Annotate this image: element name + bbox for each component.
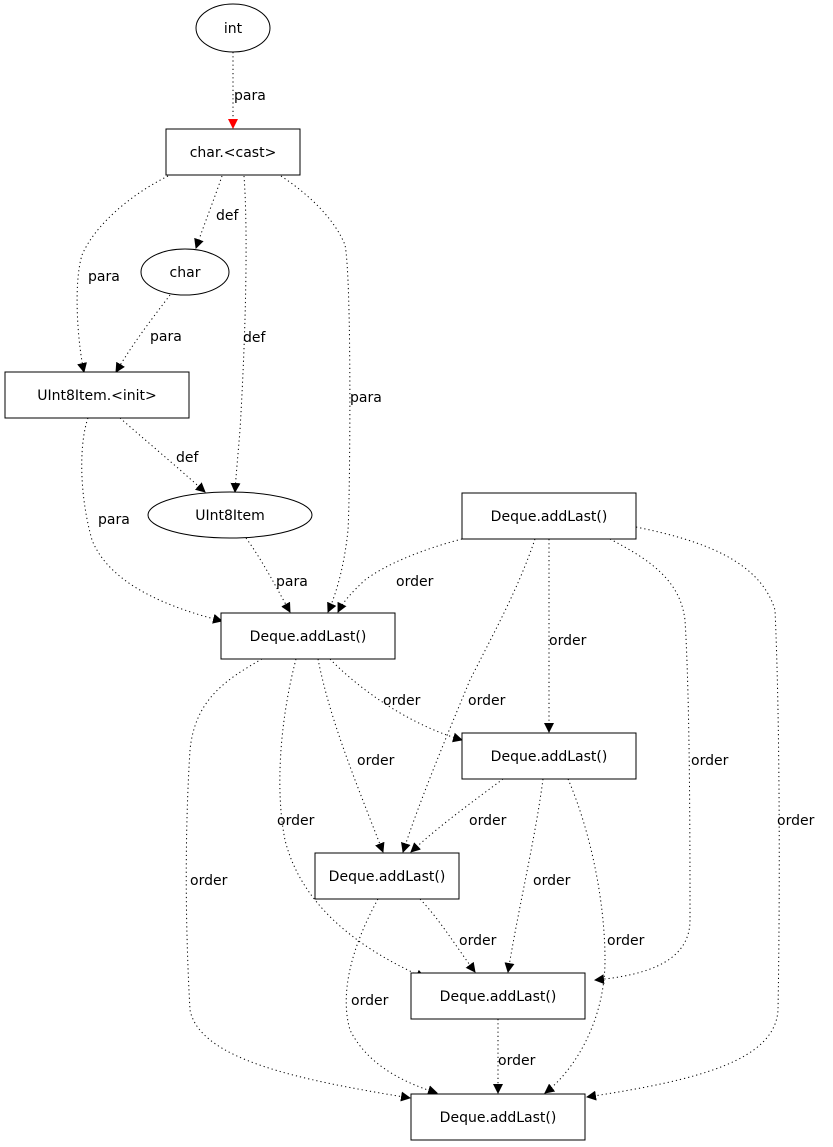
edge-add2_add3: order [410,778,507,853]
edge-line [337,538,463,613]
edge-label: order [607,933,645,949]
edge-line [280,175,351,613]
node-ellipse [195,3,271,53]
edge-line [230,175,247,493]
edge-line [76,175,169,373]
node-add_top[interactable]: Deque.addLast() [461,492,637,540]
edge-add1_add3: order [317,658,395,853]
node-label: int [224,21,243,37]
node-add1[interactable]: Deque.addLast() [220,612,396,660]
node-int[interactable]: int [195,3,271,53]
edge-cast_char: def [194,175,240,249]
edge-cast_init: para [76,175,169,373]
node-add4[interactable]: Deque.addLast() [410,972,586,1020]
edge-line [544,778,606,1094]
edge-label: def [243,330,267,346]
edge-top_add3: order [401,538,536,853]
edge-char_init: para [115,294,182,373]
edge-add3_add4: order [419,898,497,973]
edge-label: para [150,329,182,345]
edge-label: order [533,873,571,889]
edge-label: def [176,450,200,466]
edge-add2_add4: order [504,778,571,973]
edge-label: order [468,693,506,709]
edge-line [594,538,691,985]
node-label: UInt8Item.<init> [37,388,157,404]
node-box [314,852,460,900]
edge-add2_add5: order [544,778,645,1094]
edge-top_add4: order [594,538,729,985]
node-label: char [170,265,201,281]
edge-add4_add5: order [493,1019,536,1094]
edge-label: order [469,813,507,829]
edge-int_cast: para [228,52,266,129]
node-init[interactable]: UInt8Item.<init> [4,371,190,419]
node-label: Deque.addLast() [440,989,557,1005]
node-char[interactable]: char [140,248,230,296]
node-label: Deque.addLast() [491,749,608,765]
edge-label: order [357,753,395,769]
edge-line [586,526,780,1101]
edge-label: para [98,512,130,528]
node-box [461,492,637,540]
edge-top_add2: order [544,539,587,733]
edge-label: def [216,208,240,224]
edge-add1_add4: order [277,658,426,979]
edge-label: order [351,993,389,1009]
edge-label: order [691,753,729,769]
node-label: char.<cast> [190,145,277,161]
node-ellipse [140,248,230,296]
edge-uint8_add1: para [245,537,308,613]
edge-label: para [234,88,266,104]
edge-label: para [276,574,308,590]
edge-top_add1: order [337,538,463,613]
edge-add1_add2: order [329,658,463,743]
node-box [220,612,396,660]
edge-label: order [777,813,815,829]
node-label: UInt8Item [195,508,265,524]
edge-label: order [549,633,587,649]
edge-line [419,898,476,973]
node-box [4,371,190,419]
edge-line [401,538,536,853]
edge-label: para [350,390,382,406]
node-label: Deque.addLast() [329,869,446,885]
node-box [165,128,301,176]
node-label: Deque.addLast() [440,1110,557,1126]
edge-label: order [498,1053,536,1069]
node-label: Deque.addLast() [491,509,608,525]
edge-line [115,294,171,373]
edge-add1_add5: order [185,658,411,1102]
node-add3[interactable]: Deque.addLast() [314,852,460,900]
edge-label: order [190,873,228,889]
edge-line [345,898,438,1096]
edge-cast_uint8: def [230,175,267,493]
node-label: Deque.addLast() [250,629,367,645]
edge-label: order [383,693,421,709]
edge-label: order [459,933,497,949]
edge-line [81,417,223,624]
node-ellipse [147,491,313,539]
edge-cast_add1: para [280,175,382,613]
edge-top_add5: order [586,526,815,1101]
edge-add3_add5: order [345,898,438,1096]
edge-label: order [396,574,434,590]
edge-init_add1: para [81,417,223,624]
node-uint8[interactable]: UInt8Item [147,491,313,539]
edges-layer: para def para para def para def para para order or… [76,52,815,1102]
node-box [410,972,586,1020]
node-add2[interactable]: Deque.addLast() [461,732,637,780]
edge-init_uint8: def [119,417,206,493]
node-add5[interactable]: Deque.addLast() [410,1093,586,1141]
node-box [410,1093,586,1141]
edge-label: para [88,269,120,285]
node-cast[interactable]: char.<cast> [165,128,301,176]
node-box [461,732,637,780]
edge-label: order [277,813,315,829]
